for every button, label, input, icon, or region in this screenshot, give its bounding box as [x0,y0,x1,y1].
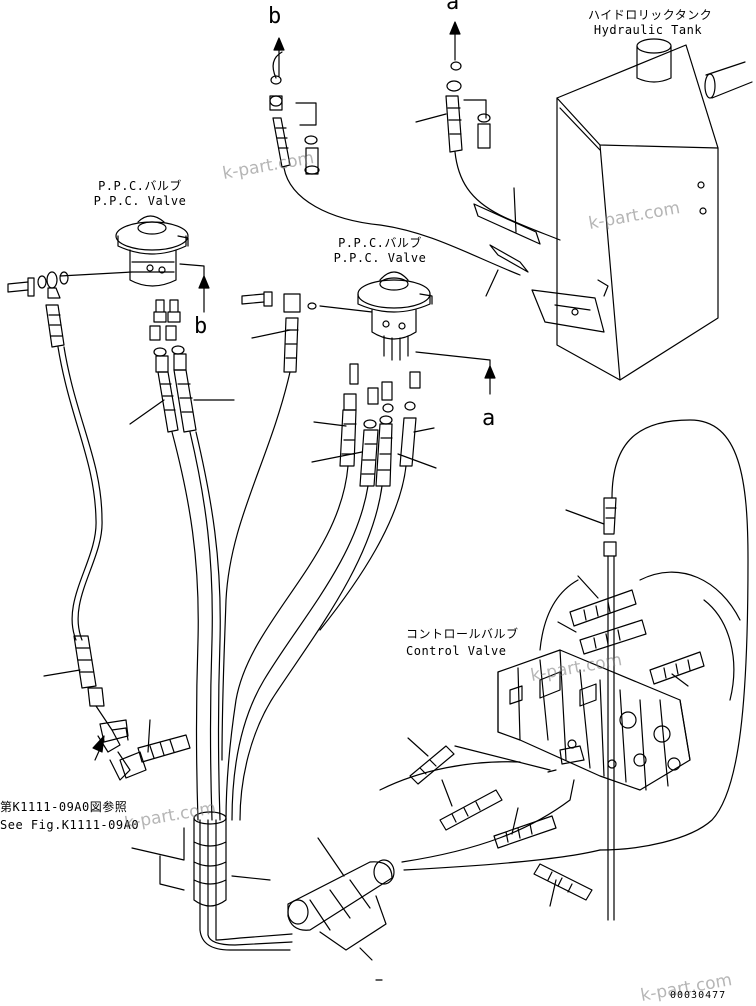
hydraulic-tank [531,38,753,381]
marker-a-top: a [446,0,460,15]
control-valve [497,649,691,791]
hose-clamp-right [287,859,395,931]
see-fig-label-en: See Fig.K1111-09A0 [0,818,140,832]
drawing-code: 00030477 [670,990,727,1001]
leader-lines [43,113,689,907]
lower-left-elbow [119,734,191,779]
ppc-valve-right-label-jp: P.P.C.バルブ [338,236,422,250]
left-hose-bundle [157,369,293,951]
hose-a-return [445,61,561,245]
control-valve-hoses-top [539,419,749,921]
ppc-valve-right [357,271,433,340]
marker-b-mid: b [194,314,208,339]
left-elbow-fitting [7,271,69,348]
lower-left-fitting [73,635,131,781]
hydraulic-tank-label-en: Hydraulic Tank [593,23,703,37]
arrow-up-b-mid-icon [198,275,210,313]
marker-b-top: b [268,4,282,29]
marker-a-mid: a [482,406,496,431]
bolt-hose-left [221,291,317,761]
ppc-valve-left-label-jp: P.P.C.バルブ [98,179,182,193]
control-valve-label-jp: コントロールバルブ [406,627,519,641]
hose-clamp-left [193,811,227,907]
arrow-to-see-fig-icon [92,735,105,761]
ppc-valve-right-label-en: P.P.C. Valve [333,251,427,265]
left-ppc-fittings [149,299,187,373]
arrow-up-b-icon [273,37,285,77]
hose-b-return [269,51,529,276]
hydraulic-tank-label-jp: ハイドロリックタンク [588,8,713,22]
arrow-down-a-icon [484,365,496,395]
control-valve-label-en: Control Valve [406,644,507,658]
ppc-valve-left [115,215,189,287]
see-fig-label-jp: 第K1111-09A0図参照 [0,800,128,814]
lower-hoses [379,745,601,901]
right-ppc-fittings [225,335,421,821]
arrow-up-a-icon [449,21,461,61]
ppc-valve-left-label-en: P.P.C. Valve [93,194,187,208]
